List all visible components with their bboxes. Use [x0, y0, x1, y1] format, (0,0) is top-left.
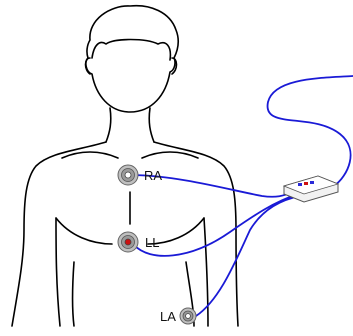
- left-torso-side: [73, 262, 75, 326]
- left-inner-arm: [56, 218, 60, 326]
- neck-left: [106, 108, 111, 142]
- lead-wire-la: [196, 196, 300, 316]
- electrode-ll-center: [125, 239, 131, 245]
- connector-pin-3: [310, 181, 314, 184]
- head-outline: [86, 6, 178, 112]
- left-collarbone: [62, 152, 118, 158]
- main-cable: [268, 76, 353, 186]
- electrode-ra-label: RA: [144, 168, 162, 183]
- electrode-la-center: [186, 314, 191, 319]
- electrode-ra-center: [125, 172, 131, 178]
- electrode-ll-label: LL: [145, 235, 159, 250]
- connector-pin-1: [298, 183, 302, 186]
- electrode-la-label: LA: [160, 309, 176, 324]
- electrode-ra: [118, 165, 138, 185]
- left-pectoral: [56, 218, 112, 244]
- right-shoulder-arm: [154, 142, 238, 326]
- neck-right: [149, 108, 154, 142]
- left-shoulder-arm: [12, 142, 106, 326]
- connector-pin-2: [304, 182, 308, 185]
- right-collarbone: [142, 152, 198, 158]
- hairline: [92, 40, 170, 61]
- electrode-la: [180, 308, 196, 324]
- electrode-ll: [118, 232, 138, 252]
